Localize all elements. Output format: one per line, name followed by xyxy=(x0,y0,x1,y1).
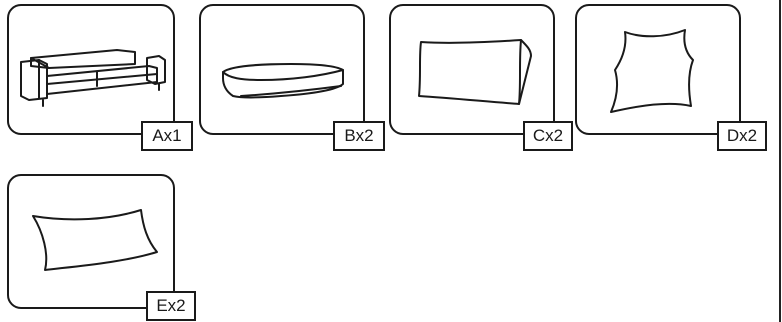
part-label-a: Ax1 xyxy=(141,121,193,151)
part-card-b xyxy=(199,4,365,135)
part-card-a xyxy=(7,4,175,135)
part-card-d xyxy=(575,4,741,135)
sofa-icon xyxy=(20,49,166,107)
seat-cushion-icon xyxy=(222,63,344,99)
part-card-e xyxy=(7,174,175,309)
part-label-d: Dx2 xyxy=(717,121,767,151)
part-label-b: Bx2 xyxy=(333,121,385,151)
part-card-c xyxy=(389,4,555,135)
square-pillow-icon xyxy=(610,29,694,113)
back-cushion-icon xyxy=(418,39,532,105)
part-label-c: Cx2 xyxy=(523,121,573,151)
lumbar-pillow-icon xyxy=(32,209,158,271)
part-label-e: Ex2 xyxy=(146,291,196,321)
